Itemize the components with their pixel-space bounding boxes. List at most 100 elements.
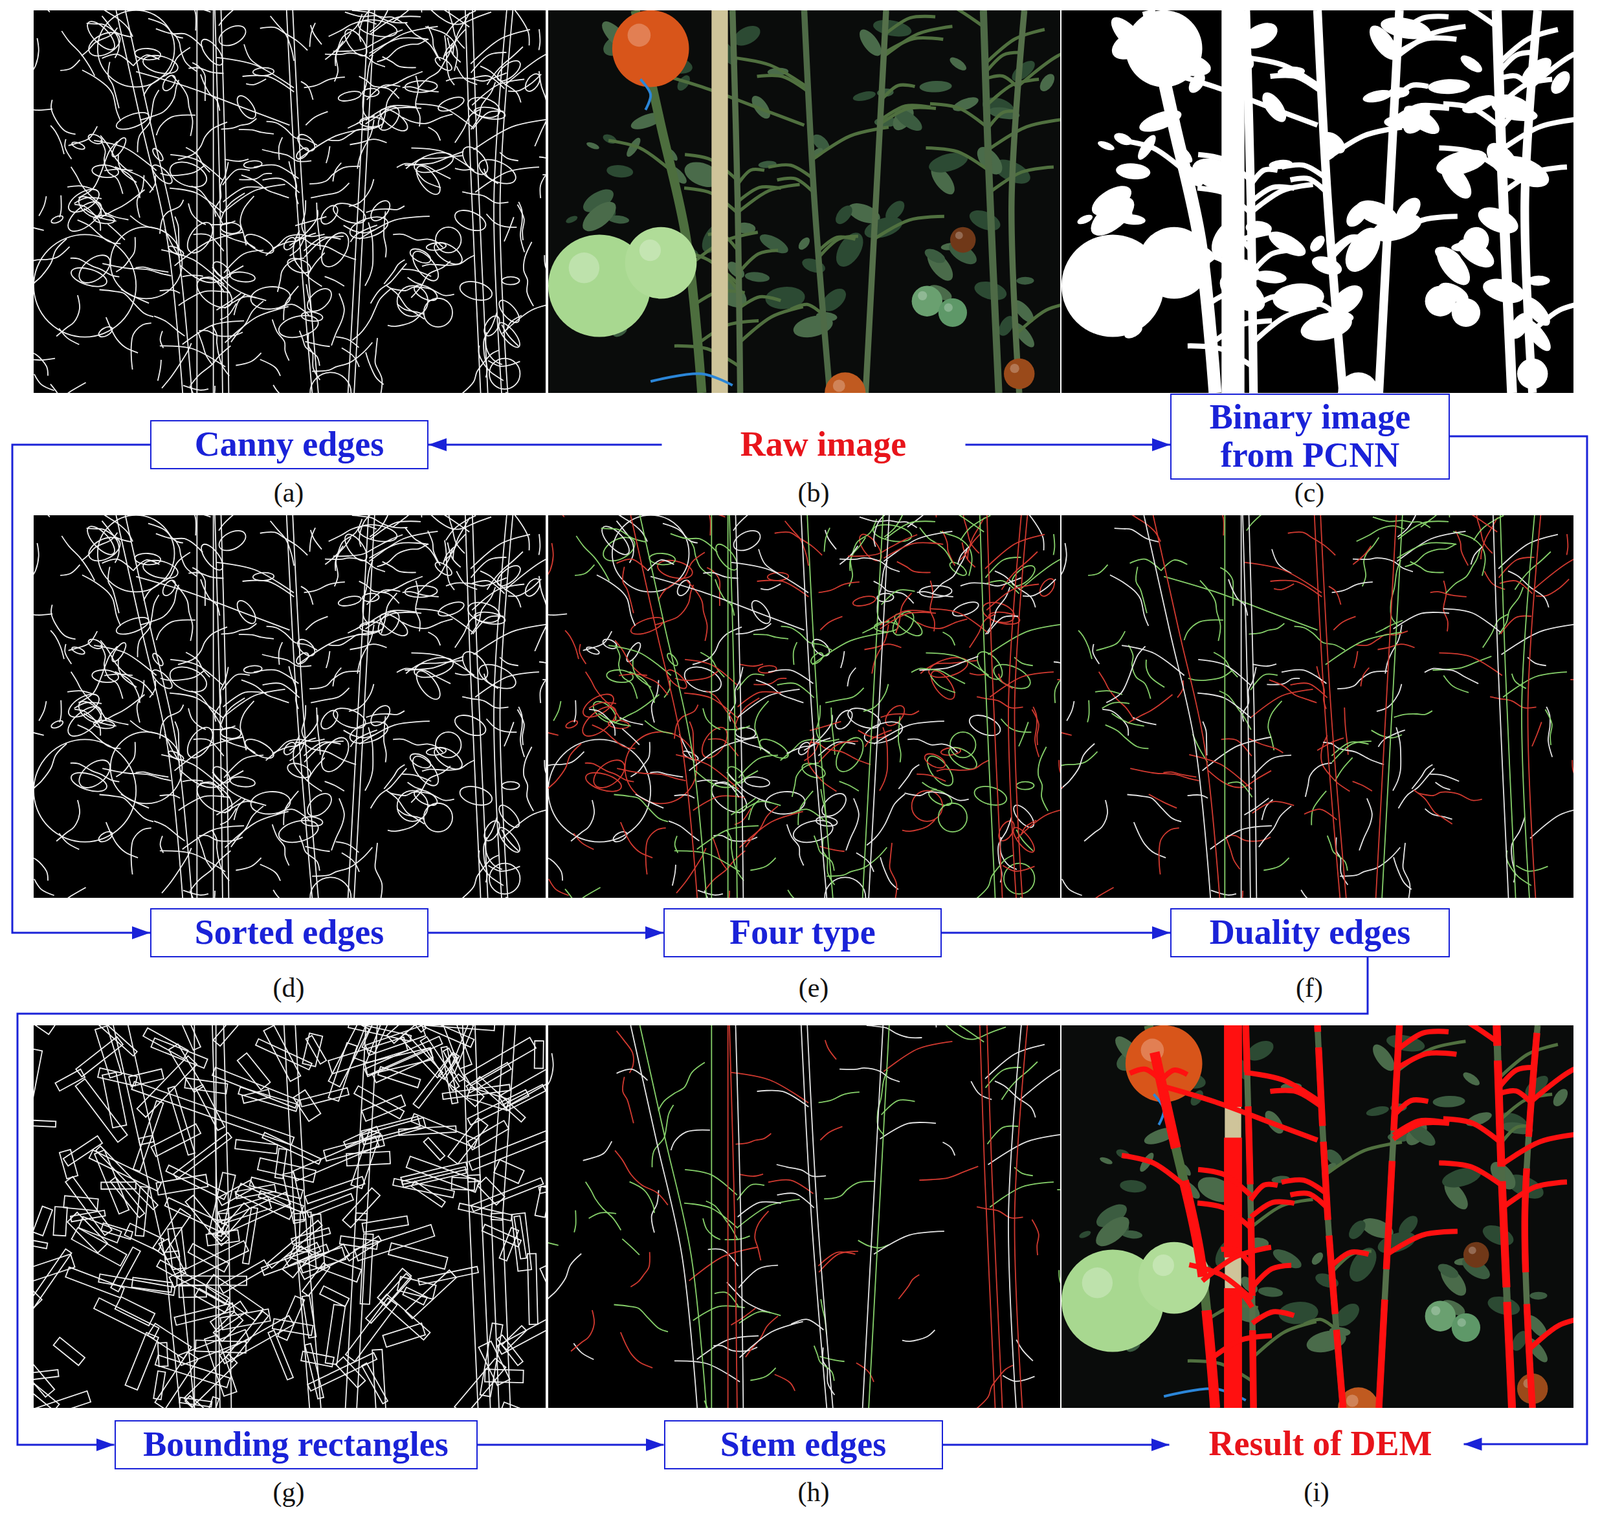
edge-fragment xyxy=(542,168,546,175)
branch-edge xyxy=(1325,632,1402,665)
edge-fragment xyxy=(283,286,299,321)
bounding-rectangle xyxy=(100,1181,136,1189)
edge-fragment xyxy=(366,205,405,213)
edge-fragment xyxy=(548,787,550,823)
edge-fragment xyxy=(839,545,858,565)
edge-fragment xyxy=(390,287,455,296)
edge-fragment xyxy=(1066,887,1114,898)
branch-edge xyxy=(391,10,470,28)
edge-fragment xyxy=(1288,532,1336,556)
tomato-edge xyxy=(110,227,183,300)
edge-fragment xyxy=(70,763,120,782)
edge-fragment xyxy=(670,533,718,553)
stem-edge xyxy=(640,515,707,898)
edge-fragment xyxy=(596,574,635,626)
edge-fragment xyxy=(401,618,453,629)
bounding-rectangle xyxy=(55,1069,85,1092)
edge-fragment xyxy=(864,730,892,747)
branch-edge xyxy=(297,127,375,160)
leaf xyxy=(832,202,856,228)
edge-fragment xyxy=(104,168,133,171)
leaf-edge xyxy=(63,196,107,237)
bounding-rectangle xyxy=(165,1165,227,1200)
branch-edge xyxy=(768,1179,813,1194)
edge-fragment xyxy=(1404,543,1456,567)
branch-mask xyxy=(1251,184,1314,213)
edge-fragment xyxy=(131,322,152,370)
branch-edge xyxy=(1500,616,1531,635)
edge-fragment xyxy=(383,764,405,789)
leaf-edge xyxy=(220,222,241,235)
edge-fragment xyxy=(273,889,322,898)
tomato-highlight xyxy=(627,23,652,48)
bounding-rectangle xyxy=(33,1228,48,1249)
stem-edge xyxy=(727,1025,729,1408)
bounding-rectangle xyxy=(249,1177,303,1199)
branch-edge xyxy=(93,140,157,171)
edge-fragment xyxy=(238,634,274,639)
leaf-edge xyxy=(229,270,256,283)
tomato xyxy=(625,227,698,300)
branch-edge xyxy=(883,531,953,562)
bounding-rectangle xyxy=(173,1025,201,1050)
edge-fragment xyxy=(68,631,98,651)
branch-edge xyxy=(369,37,430,54)
edge-fragment xyxy=(347,620,375,633)
leaf-edge xyxy=(50,719,65,730)
leaf-mask xyxy=(1342,198,1373,231)
stem-edge xyxy=(500,10,514,393)
edge-fragment xyxy=(1114,528,1160,542)
tomato-edge xyxy=(612,515,690,592)
edge-fragment xyxy=(277,258,305,292)
leaf-edge xyxy=(50,214,65,225)
branch xyxy=(1016,301,1061,334)
edge-fragment xyxy=(383,211,387,257)
edge-fragment xyxy=(324,276,345,287)
branch-edge xyxy=(222,674,250,690)
branch-edge xyxy=(1499,580,1533,594)
leaf-edge xyxy=(501,277,520,285)
edge-fragment xyxy=(735,623,772,635)
leaf-edge xyxy=(680,662,725,697)
bounding-rectangle xyxy=(497,1311,546,1355)
bounding-rectangle xyxy=(299,1247,346,1274)
edge-fragment xyxy=(1002,1375,1035,1382)
edge-fragment xyxy=(178,515,197,536)
branch-edge xyxy=(262,177,300,193)
leaf xyxy=(919,80,953,93)
edge-fragment xyxy=(245,78,267,85)
edge-fragment xyxy=(60,59,80,71)
edge-fragment xyxy=(415,75,421,127)
branch xyxy=(986,79,1039,106)
panel-content xyxy=(33,1025,546,1408)
tomato xyxy=(938,298,967,327)
leaf-edge xyxy=(337,89,362,103)
branch-edge xyxy=(470,534,531,569)
leaf xyxy=(830,227,869,272)
edge-fragment xyxy=(304,846,330,852)
leaf-edge xyxy=(294,145,311,162)
edge-fragment xyxy=(1102,709,1129,736)
edge-fragment xyxy=(218,515,256,531)
edge-fragment xyxy=(183,385,209,390)
branch-edge xyxy=(881,589,916,605)
bounding-rectangle xyxy=(89,1150,162,1191)
branch-edge xyxy=(985,534,1045,569)
bounding-rectangle xyxy=(263,1025,301,1081)
branch-edge xyxy=(1202,737,1272,771)
stem-edge xyxy=(727,515,729,898)
edge-fragment xyxy=(1354,651,1358,668)
stem-mask xyxy=(1496,10,1512,393)
branch-edge xyxy=(366,589,401,605)
bounding-rectangle xyxy=(293,1212,322,1408)
edge-fragment xyxy=(662,523,698,544)
stem-edge xyxy=(630,515,698,898)
edge-fragment xyxy=(540,680,546,703)
stem-edge xyxy=(212,515,215,898)
leaf-edge xyxy=(82,17,119,55)
edge-fragment xyxy=(135,267,169,273)
edge-fragment xyxy=(630,1251,650,1287)
stem-edge xyxy=(868,515,890,898)
edge-fragment xyxy=(1443,580,1448,632)
branch-edge xyxy=(502,806,546,839)
